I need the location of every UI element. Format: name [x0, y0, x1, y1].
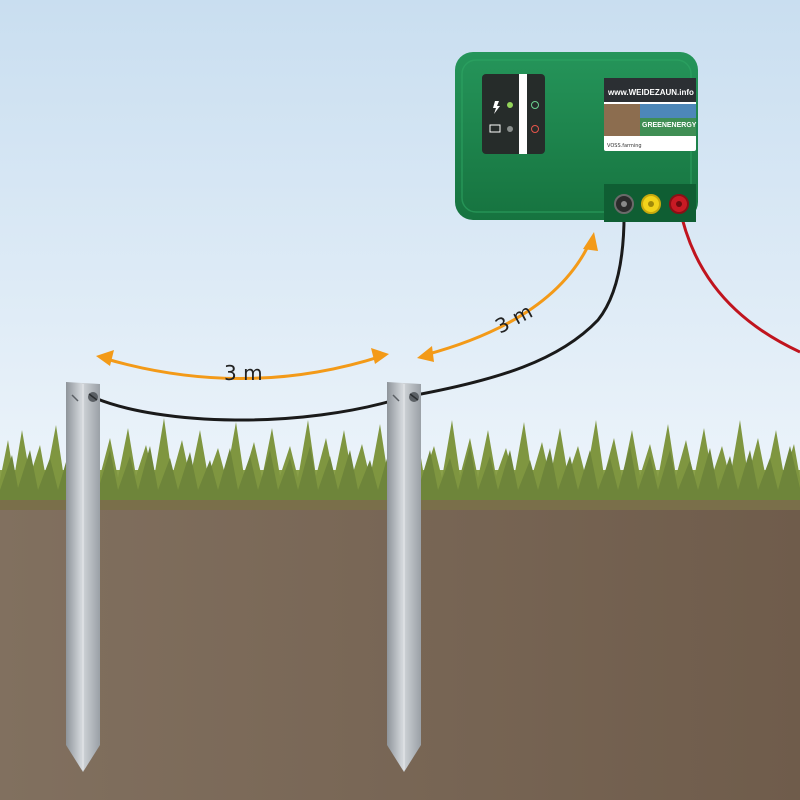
sticker-brand-text: GREENENERGY [642, 122, 697, 129]
status-led-grey [507, 126, 513, 132]
terminal-panel [604, 184, 696, 222]
arrowhead-lower [417, 346, 434, 362]
rod-spacing-label: 3 m [224, 361, 263, 385]
status-led-green [507, 102, 513, 108]
arrowhead-left [96, 350, 114, 366]
arrowhead-right [371, 348, 389, 364]
fence-energizer: www.WEIDEZAUN.info GREENENERGY VOSS.farm… [455, 52, 698, 222]
earthing-rod-1 [66, 382, 100, 772]
check-icon [531, 101, 539, 109]
warning-icon [531, 125, 539, 133]
lightning-icon [493, 101, 500, 114]
battery-icon [489, 124, 501, 133]
earthing-rod-2 [387, 382, 421, 772]
dimension-arrow-rods [96, 348, 389, 380]
dimension-arrow-energizer [417, 232, 598, 362]
fence-cable [677, 204, 800, 354]
arrowhead-upper [583, 232, 598, 251]
ground-cable [94, 204, 626, 422]
brand-url-text: www.WEIDEZAUN.info [607, 88, 694, 97]
device-label-sticker: www.WEIDEZAUN.info GREENENERGY VOSS.farm… [604, 78, 697, 151]
model-text: VOSS.farming [607, 143, 642, 149]
indicator-panel [482, 74, 545, 154]
